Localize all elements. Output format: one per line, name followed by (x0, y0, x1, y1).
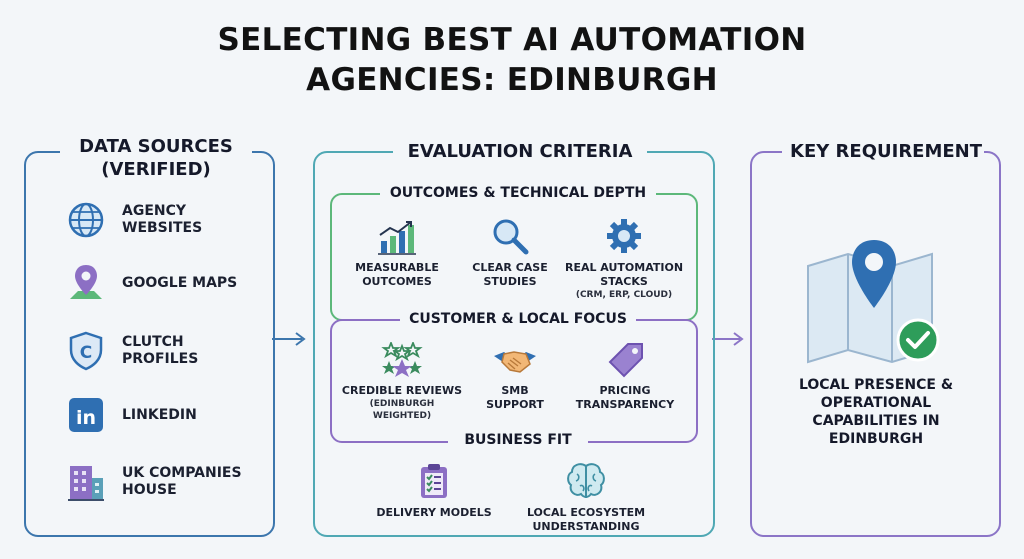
criterion-delivery-models: DELIVERY MODELS (372, 460, 496, 520)
source-linkedin: in LINKEDIN (66, 395, 197, 435)
criterion-measurable-outcomes: MEASURABLE OUTCOMES (352, 215, 442, 289)
title-line-1: SELECTING BEST AI AUTOMATION (217, 22, 807, 58)
evaluation-criteria-heading: EVALUATION CRITERIA (393, 140, 647, 163)
clutch-shield-icon: C (66, 331, 106, 371)
source-google-maps: GOOGLE MAPS (66, 263, 237, 303)
building-icon (66, 462, 106, 502)
svg-text:C: C (80, 343, 92, 363)
key-requirement-text: LOCAL PRESENCE & OPERATIONAL CAPABILITIE… (798, 377, 954, 447)
source-label: UK COMPANIES HOUSE (122, 465, 242, 498)
criterion-real-automation-stacks: REAL AUTOMATION STACKS (CRM, ERP, CLOUD) (562, 215, 686, 301)
group-title: BUSINESS FIT (448, 431, 588, 449)
key-requirement-heading: KEY REQUIREMENT (782, 140, 984, 163)
price-tag-icon (573, 338, 677, 378)
gear-icon (562, 215, 686, 255)
stars-icon (340, 338, 464, 378)
bar-chart-icon (352, 215, 442, 255)
criterion-pricing-transparency: PRICING TRANSPARENCY (573, 338, 677, 412)
group-title: CUSTOMER & LOCAL FOCUS (400, 310, 636, 328)
criterion-smb-support: SMB SUPPORT (470, 338, 560, 412)
group-title: OUTCOMES & TECHNICAL DEPTH (380, 184, 656, 202)
source-label: LINKEDIN (122, 406, 197, 423)
source-label: CLUTCH PROFILES (122, 334, 199, 367)
handshake-icon (470, 338, 560, 378)
title-line-2: AGENCIES: EDINBURGH (306, 62, 718, 98)
svg-text:in: in (76, 407, 96, 429)
brain-icon (524, 460, 648, 500)
source-label: GOOGLE MAPS (122, 274, 238, 291)
source-uk-companies-house: UK COMPANIES HOUSE (66, 462, 242, 502)
criterion-local-ecosystem: LOCAL ECOSYSTEM UNDERSTANDING (524, 460, 648, 534)
source-label: AGENCY WEBSITES (122, 203, 203, 236)
magnifier-icon (465, 215, 555, 255)
criterion-clear-case-studies: CLEAR CASE STUDIES (465, 215, 555, 289)
linkedin-icon: in (66, 395, 106, 435)
map-location-check-icon (800, 238, 950, 368)
page-title: SELECTING BEST AI AUTOMATION AGENCIES: E… (0, 20, 1024, 100)
criterion-credible-reviews: CREDIBLE REVIEWS (EDINBURGH WEIGHTED) (340, 338, 464, 422)
globe-icon (66, 200, 106, 240)
source-agency-websites: AGENCY WEBSITES (66, 200, 202, 240)
clipboard-checklist-icon (372, 460, 496, 500)
data-sources-heading: DATA SOURCES (VERIFIED) (60, 135, 252, 181)
map-pin-icon (66, 263, 106, 303)
source-clutch-profiles: C CLUTCH PROFILES (66, 331, 198, 371)
